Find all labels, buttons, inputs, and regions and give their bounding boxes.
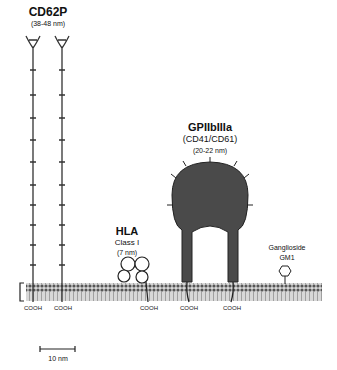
- terminus-label: COOH: [24, 305, 42, 311]
- terminus-label: COOH: [180, 305, 198, 311]
- lipid-bilayer: [26, 283, 322, 301]
- hla-domain: [121, 257, 135, 271]
- terminus-label: COOH: [54, 305, 72, 311]
- hla-domain: [136, 271, 148, 283]
- cd62p-molecule: [26, 36, 69, 302]
- molecule-name: CD62P: [29, 6, 68, 18]
- scale-label: 10 nm: [48, 355, 67, 362]
- dimension: (20-22 nm): [193, 147, 227, 154]
- terminus-label: COOH: [140, 305, 158, 311]
- repeat-ticks: [59, 70, 65, 265]
- dimension: (7 nm): [117, 249, 137, 256]
- hla-molecule: [118, 257, 149, 302]
- molecule-name: Ganglioside: [269, 244, 306, 251]
- glycan-ticks: [167, 157, 253, 205]
- hla-stalk: [146, 282, 148, 302]
- hla-domain: [135, 257, 149, 271]
- molecule-name: HLA: [116, 226, 139, 237]
- dimension: (38-48 nm): [31, 20, 65, 27]
- molecule-name: GM1: [279, 254, 294, 261]
- sugar-ring: [279, 266, 291, 276]
- ganglioside-molecule: [279, 266, 291, 284]
- repeat-ticks: [30, 70, 36, 265]
- cd62p-stalk: [55, 36, 69, 302]
- cd62p-stalk: [26, 36, 40, 302]
- scale-bar: [40, 346, 75, 352]
- integrin-body: [172, 162, 248, 282]
- bilayer-bracket: [20, 283, 24, 301]
- terminus-label: COOH: [223, 305, 241, 311]
- molecule-name: (CD41/CD61): [183, 135, 238, 144]
- molecule-class: Class I: [115, 239, 139, 247]
- molecule-name: GPIIbIIIa: [188, 122, 232, 133]
- gpiibiiia-molecule: [167, 157, 253, 302]
- hla-domain: [118, 270, 130, 282]
- ganglioside-stem: [285, 276, 286, 284]
- integrin-stalk: [187, 282, 234, 302]
